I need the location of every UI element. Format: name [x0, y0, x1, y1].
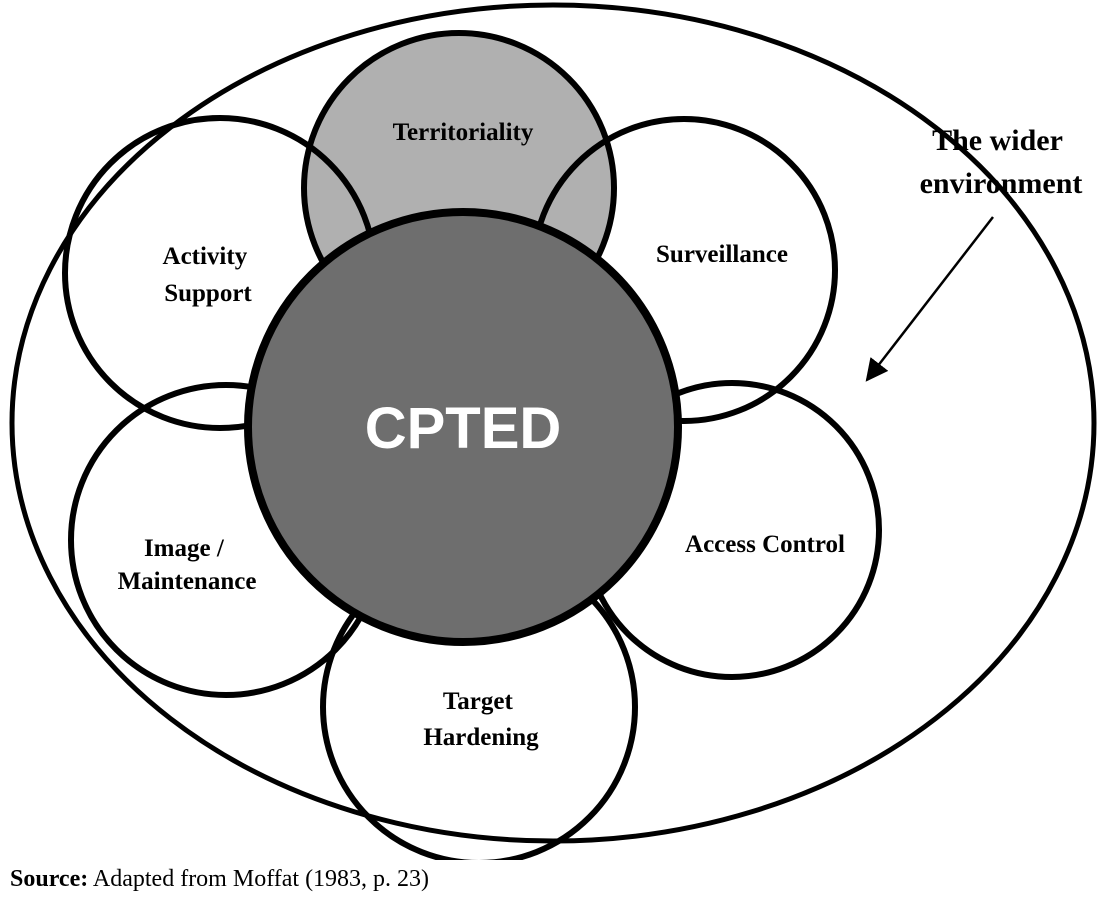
surveillance-label-line: Surveillance	[656, 241, 788, 268]
activity-support-label-line-1: Activity	[163, 243, 248, 270]
wider-environment-label-line-2: environment	[920, 167, 1083, 200]
target-hardening-label-line-1: Target	[443, 688, 514, 715]
activity-support-label: Activity Support	[163, 243, 254, 307]
source-label: Source:	[10, 866, 89, 892]
source-text: Adapted from Moffat (1983, p. 23)	[88, 866, 430, 892]
source-note: Source: Adapted from Moffat (1983, p. 23…	[10, 866, 429, 893]
activity-support-label-line-2: Support	[164, 280, 252, 307]
cpted-diagram: CPTED Territoriality Surveillance Access…	[9, 2, 1097, 860]
access-control-label: Access Control	[685, 531, 845, 558]
target-hardening-label: Target Hardening	[423, 688, 539, 751]
target-hardening-label-line-2: Hardening	[423, 724, 539, 751]
image-maintenance-label: Image / Maintenance	[118, 535, 257, 595]
territoriality-label-line: Territoriality	[393, 119, 534, 146]
wider-environment-label: The wider environment	[920, 124, 1083, 200]
cpted-center-circle	[244, 208, 682, 646]
cpted-label: CPTED	[365, 396, 562, 461]
territoriality-label: Territoriality	[393, 119, 534, 146]
image-maintenance-label-line-2: Maintenance	[118, 568, 257, 595]
access-control-label-line: Access Control	[685, 531, 845, 558]
surveillance-label: Surveillance	[656, 241, 788, 268]
wider-environment-arrow	[865, 216, 994, 382]
image-maintenance-label-line-1: Image /	[144, 535, 225, 562]
wider-environment-label-line-1: The wider	[932, 124, 1063, 157]
